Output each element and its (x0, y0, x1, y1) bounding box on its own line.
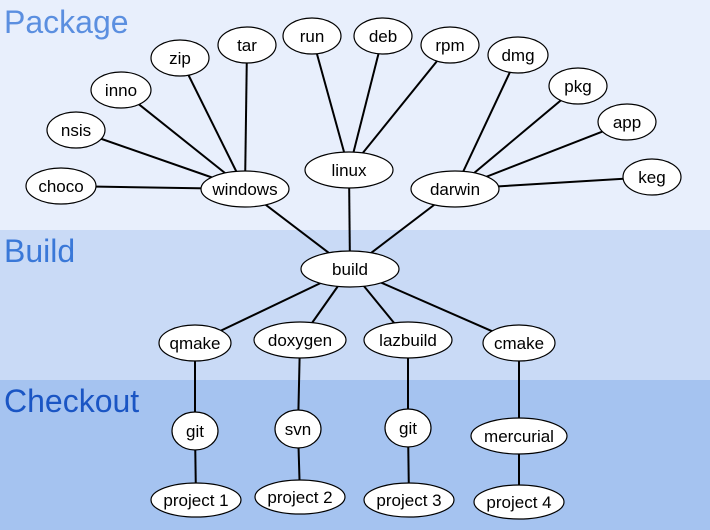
node-doxygen-ellipse (253, 321, 347, 359)
edge-rpm-linux (348, 44, 451, 171)
node-choco-label: choco (38, 177, 83, 196)
node-app-label: app (613, 113, 641, 132)
node-pkg-ellipse (548, 67, 608, 105)
node-tar-label: tar (237, 36, 257, 55)
node-cmake: cmake (482, 324, 556, 362)
node-git1-label: git (186, 422, 204, 441)
node-project4-ellipse (473, 484, 565, 520)
node-deb-ellipse (353, 17, 413, 55)
node-qmake-label: qmake (169, 334, 220, 353)
node-choco-ellipse (25, 167, 97, 205)
node-darwin: darwin (410, 170, 500, 208)
node-windows-ellipse (200, 170, 290, 208)
node-zip-ellipse (150, 39, 210, 77)
node-run-ellipse (282, 17, 342, 55)
node-nsis-label: nsis (61, 121, 91, 140)
node-nsis: nsis (46, 111, 106, 149)
node-dmg-label: dmg (501, 46, 534, 65)
node-app-ellipse (597, 103, 657, 141)
node-project2-ellipse (254, 479, 346, 515)
edge-dmg-darwin (454, 54, 519, 190)
node-git1-ellipse (171, 411, 219, 451)
node-darwin-label: darwin (430, 180, 480, 199)
node-keg: keg (622, 158, 682, 196)
node-keg-ellipse (622, 158, 682, 196)
node-windows: windows (200, 170, 290, 208)
node-tar: tar (217, 26, 277, 64)
node-mercurial-label: mercurial (484, 427, 554, 446)
node-cmake-ellipse (482, 324, 556, 362)
edge-tar-windows (244, 44, 248, 190)
band-package-label: Package (4, 4, 129, 40)
node-project1-ellipse (150, 482, 242, 518)
node-nsis-ellipse (46, 111, 106, 149)
node-deb-label: deb (369, 27, 397, 46)
band-checkout-label: Checkout (4, 383, 139, 419)
node-git2-label: git (399, 419, 417, 438)
node-svn-label: svn (285, 420, 311, 439)
node-project2-label: project 2 (267, 488, 332, 507)
node-lazbuild-label: lazbuild (379, 331, 437, 350)
band-checkout-background (0, 380, 710, 530)
node-project2: project 2 (254, 479, 346, 515)
node-qmake-ellipse (158, 324, 232, 362)
node-cmake-label: cmake (494, 334, 544, 353)
edge-run-linux (311, 35, 350, 171)
node-linux: linux (304, 151, 394, 189)
edge-pkg-darwin (454, 85, 579, 190)
edge-deb-linux (348, 35, 384, 171)
node-inno-ellipse (90, 71, 152, 109)
node-project1: project 1 (150, 482, 242, 518)
node-app: app (597, 103, 657, 141)
node-inno-label: inno (105, 81, 137, 100)
edge-zip-windows (179, 57, 246, 190)
node-darwin-ellipse (410, 170, 500, 208)
node-rpm-ellipse (420, 26, 480, 64)
node-run-label: run (300, 27, 325, 46)
node-project3-label: project 3 (376, 491, 441, 510)
node-run: run (282, 17, 342, 55)
node-git2-ellipse (384, 408, 432, 448)
node-build-label: build (332, 260, 368, 279)
node-pkg-label: pkg (564, 77, 591, 96)
band-build-label: Build (4, 233, 75, 269)
node-build-ellipse (300, 250, 400, 288)
node-dmg: dmg (487, 36, 549, 74)
node-rpm-label: rpm (435, 36, 464, 55)
band-checkout: Checkout (0, 380, 710, 530)
node-svn-ellipse (274, 409, 322, 449)
node-linux-label: linux (332, 161, 367, 180)
node-build: build (300, 250, 400, 288)
node-zip-label: zip (169, 49, 191, 68)
node-mercurial-ellipse (470, 417, 568, 455)
node-svn: svn (274, 409, 322, 449)
node-linux-ellipse (304, 151, 394, 189)
node-choco: choco (25, 167, 97, 205)
node-rpm: rpm (420, 26, 480, 64)
node-project3-ellipse (363, 482, 455, 518)
nodes-layer: choco nsis inno zip tar run deb rpm dmg pkg app keg… (25, 17, 682, 520)
node-project1-label: project 1 (163, 491, 228, 510)
node-lazbuild-ellipse (363, 321, 453, 359)
node-doxygen: doxygen (253, 321, 347, 359)
node-git2: git (384, 408, 432, 448)
node-qmake: qmake (158, 324, 232, 362)
node-inno: inno (90, 71, 152, 109)
node-dmg-ellipse (487, 36, 549, 74)
node-zip: zip (150, 39, 210, 77)
node-mercurial: mercurial (470, 417, 568, 455)
node-lazbuild: lazbuild (363, 321, 453, 359)
node-deb: deb (353, 17, 413, 55)
node-tar-ellipse (217, 26, 277, 64)
node-project4: project 4 (473, 484, 565, 520)
node-windows-label: windows (211, 180, 277, 199)
node-pkg: pkg (548, 67, 608, 105)
node-project4-label: project 4 (486, 493, 551, 512)
node-git1: git (171, 411, 219, 451)
node-project3: project 3 (363, 482, 455, 518)
node-doxygen-label: doxygen (268, 331, 332, 350)
node-keg-label: keg (638, 168, 665, 187)
